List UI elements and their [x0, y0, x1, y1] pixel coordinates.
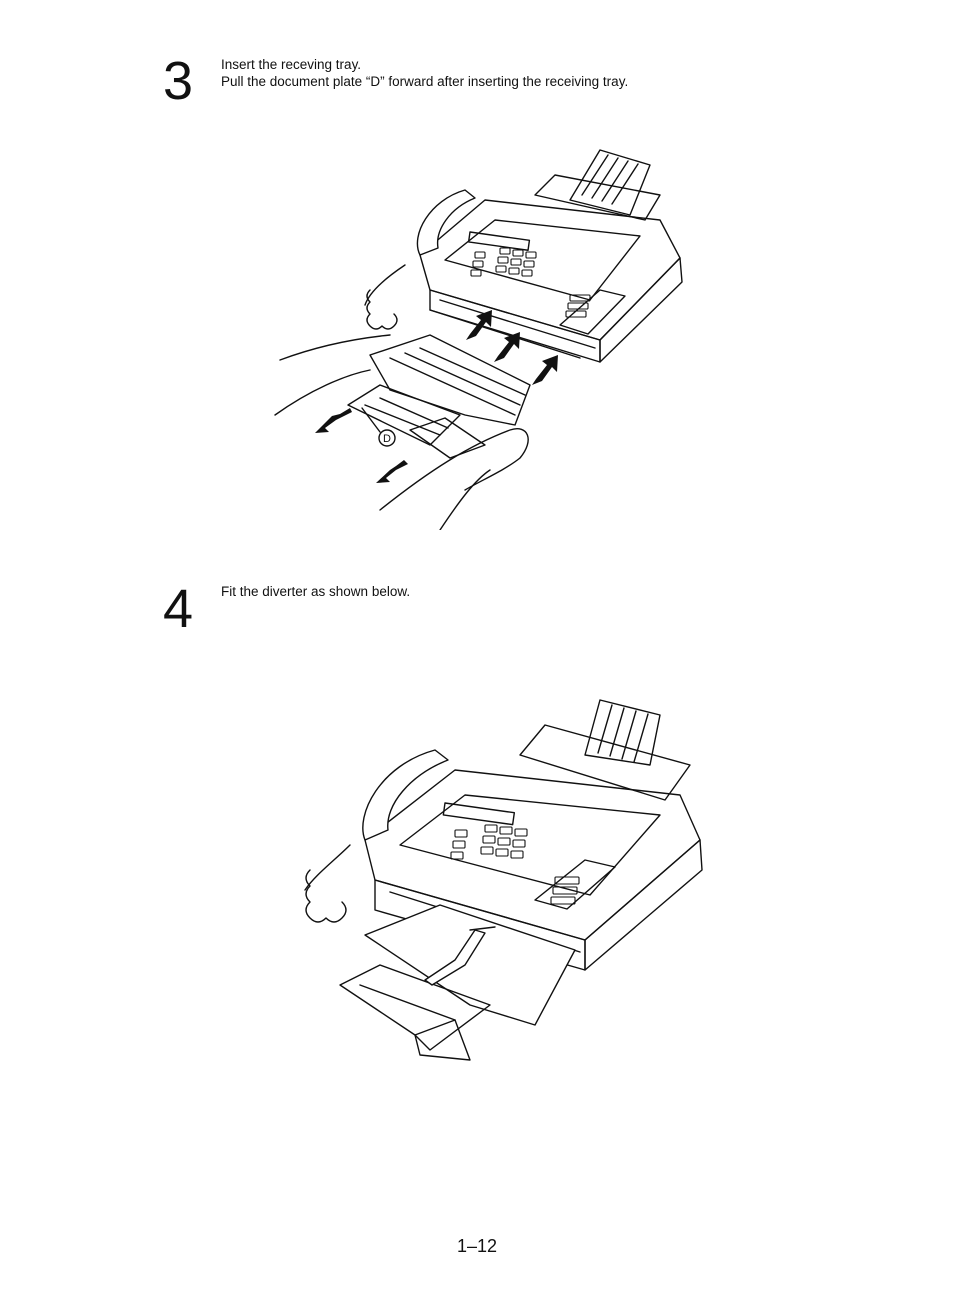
- fax-machine-body: [420, 200, 682, 362]
- page-number: 1–12: [456, 1236, 498, 1256]
- step-3-instruction-line-1: Insert the receving tray.: [221, 57, 362, 72]
- keypad: [471, 248, 590, 317]
- arrow-pull-icon: [315, 408, 352, 433]
- document-feeder: [520, 700, 690, 800]
- diverter: [425, 927, 495, 985]
- arrow-insert-icon: [494, 332, 520, 362]
- step-4-illustration: [280, 695, 710, 1065]
- receiving-tray: [348, 335, 530, 458]
- document-feeder: [535, 150, 660, 220]
- handset: [365, 190, 475, 329]
- hands: [275, 335, 528, 530]
- step-3-number: 3: [163, 51, 194, 111]
- step-4-instruction: Fit the diverter as shown below.: [221, 584, 411, 599]
- arrow-insert-icon: [466, 310, 492, 340]
- keypad: [451, 825, 579, 904]
- callout-d-label: D: [383, 433, 391, 445]
- step-3-illustration: D: [270, 140, 700, 530]
- handset: [305, 750, 448, 922]
- arrow-pull-icon: [376, 460, 408, 483]
- callout-d: [362, 408, 395, 446]
- arrow-insert-icon: [532, 355, 558, 385]
- receiving-tray: [340, 905, 575, 1060]
- step-3-instruction-line-2: Pull the document plate “D” forward afte…: [221, 74, 629, 89]
- step-4-number: 4: [163, 579, 194, 639]
